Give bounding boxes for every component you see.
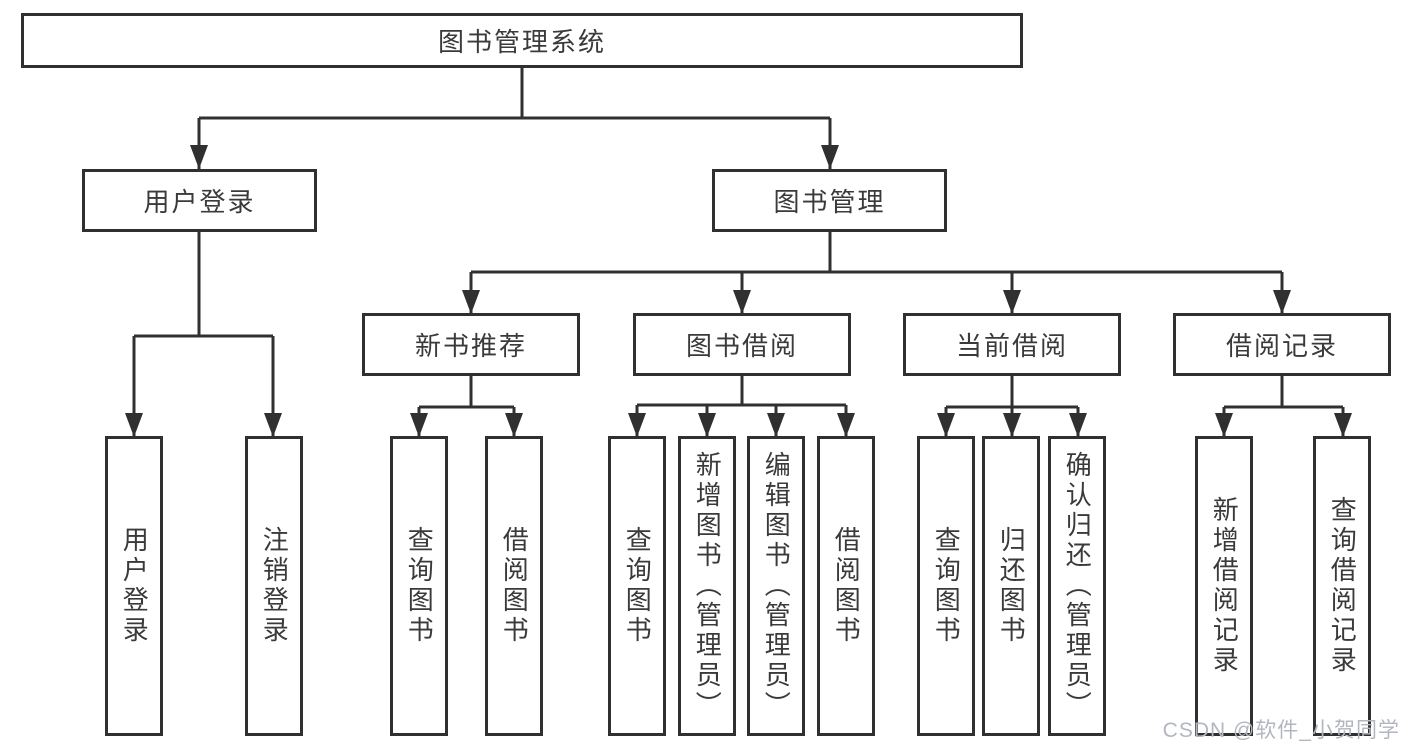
leaf-confirm-return-admin-label: 确认归还（管理员） [1062, 451, 1093, 721]
node-borrowing-records: 借阅记录 [1173, 313, 1391, 376]
leaf-user-login-label: 用户登录 [119, 526, 150, 646]
leaf-edit-book-admin: 编辑图书（管理员） [747, 436, 805, 736]
leaf-query-borrow-record-label: 查询借阅记录 [1327, 496, 1358, 676]
leaf-borrow-books-borrowing-label: 借阅图书 [831, 526, 862, 646]
node-current-borrowing: 当前借阅 [903, 313, 1121, 376]
leaf-query-books-current-label: 查询图书 [931, 526, 962, 646]
leaf-borrow-books-recommend: 借阅图书 [485, 436, 543, 736]
leaf-logout: 注销登录 [245, 436, 303, 736]
leaf-add-borrow-record-label: 新增借阅记录 [1209, 496, 1240, 676]
leaf-borrow-books-borrowing: 借阅图书 [817, 436, 875, 736]
node-user-login: 用户登录 [82, 169, 317, 232]
leaf-edit-book-admin-label: 编辑图书（管理员） [761, 451, 792, 721]
leaf-query-books-recommend-label: 查询图书 [404, 526, 435, 646]
leaf-query-books-borrowing: 查询图书 [608, 436, 666, 736]
leaf-return-book-label: 归还图书 [996, 526, 1027, 646]
node-library-management-system: 图书管理系统 [21, 13, 1023, 68]
leaf-query-borrow-record: 查询借阅记录 [1313, 436, 1371, 736]
connector-bus-lines [134, 68, 1343, 409]
leaf-logout-label: 注销登录 [259, 526, 290, 646]
leaf-borrow-books-recommend-label: 借阅图书 [499, 526, 530, 646]
leaf-confirm-return-admin: 确认归还（管理员） [1048, 436, 1106, 736]
node-book-borrowing: 图书借阅 [633, 313, 851, 376]
csdn-watermark: CSDN @软件_小贺同学 [1162, 719, 1400, 742]
leaf-return-book: 归还图书 [982, 436, 1040, 736]
leaf-add-book-admin: 新增图书（管理员） [678, 436, 736, 736]
leaf-user-login: 用户登录 [105, 436, 163, 736]
leaf-query-books-current: 查询图书 [917, 436, 975, 736]
node-book-management: 图书管理 [712, 169, 947, 232]
leaf-query-books-borrowing-label: 查询图书 [622, 526, 653, 646]
leaf-query-books-recommend: 查询图书 [390, 436, 448, 736]
connector-arrows [125, 118, 1352, 437]
leaf-add-borrow-record: 新增借阅记录 [1195, 436, 1253, 736]
leaf-add-book-admin-label: 新增图书（管理员） [692, 451, 723, 721]
node-new-book-recommendation: 新书推荐 [362, 313, 580, 376]
